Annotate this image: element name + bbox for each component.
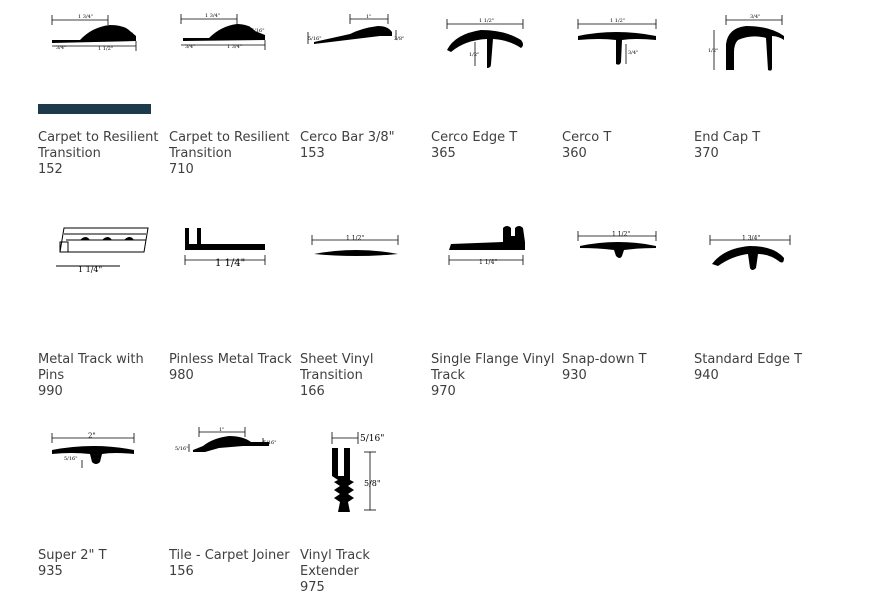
end-cap-t-profile-icon: 3/4" 1/2": [694, 0, 809, 92]
carpet-to-resilient-profile-icon: 1 3/4" 5/16" 3/4" 1 3/4": [169, 0, 284, 92]
dim-bottom-label: 1 1/4": [215, 258, 245, 269]
sheet-vinyl-transition-profile-icon: 1 1/2": [300, 214, 415, 306]
product-card-365[interactable]: 1 1/2" 1/2" Cerco Edge T 365: [431, 0, 556, 162]
product-name: Carpet to Resilient Transition: [38, 130, 159, 161]
dim-top-label: 1": [366, 14, 371, 20]
product-name: Cerco Bar 3/8": [300, 130, 395, 145]
dim-top-label: 3/4": [750, 14, 760, 20]
dim-bottom-label: 1 1/4": [479, 259, 497, 266]
product-name: Super 2" T: [38, 548, 107, 563]
product-code: 710: [169, 162, 194, 177]
single-flange-vinyl-track-profile-icon: 1 1/4": [431, 214, 546, 306]
product-card-990[interactable]: 1 1/4" Metal Track with Pins 990: [38, 214, 163, 400]
product-card-970[interactable]: 1 1/4" Single Flange Vinyl Track 970: [431, 214, 556, 400]
dim-side-label: 1/2": [469, 52, 479, 58]
dim-side-label: 5/16": [64, 456, 78, 462]
product-name: Standard Edge T: [694, 352, 803, 367]
product-code: 370: [694, 146, 719, 161]
pinless-metal-track-profile-icon: 1 1/4": [169, 214, 284, 306]
cerco-t-profile-icon: 1 1/2" 3/4": [562, 0, 677, 92]
cerco-bar-profile-icon: 1" 5/16" 3/8": [300, 0, 415, 92]
cerco-edge-t-profile-icon: 1 1/2" 1/2": [431, 0, 546, 92]
dim-left-label: 5/16": [308, 36, 322, 42]
product-code: 360: [562, 146, 587, 161]
dim-top-label: 1 1/2": [346, 235, 364, 242]
product-code: 940: [694, 368, 719, 383]
product-card-935[interactable]: 2" 5/16" Super 2" T 935: [38, 420, 163, 580]
product-code: 970: [431, 384, 456, 399]
product-name: Cerco T: [562, 130, 612, 145]
product-card-370[interactable]: 3/4" 1/2" End Cap T 370: [694, 0, 819, 162]
product-name: End Cap T: [694, 130, 761, 145]
dim-top-label: 1 1/2": [612, 231, 630, 238]
product-card-980[interactable]: 1 1/4" Pinless Metal Track 980: [169, 214, 294, 384]
dim-top-label: 1 3/4": [205, 13, 220, 19]
product-card-156[interactable]: 1" 5/16" 5/16" Tile - Carpet Joiner 156: [169, 420, 294, 580]
dim-top-label: 2": [88, 432, 96, 440]
product-name: Metal Track with Pins: [38, 352, 144, 383]
product-name: Cerco Edge T: [431, 130, 518, 145]
dim-mid-label: 1/2": [123, 32, 133, 38]
product-card-975[interactable]: 5/16" 5/8" Vinyl Track Extender 975: [300, 420, 425, 596]
product-card-930[interactable]: 1 1/2" Snap-down T 930: [562, 214, 687, 384]
product-card-166[interactable]: 1 1/2" Sheet Vinyl Transition 166: [300, 214, 425, 400]
dim-left-label: 3/4": [56, 45, 66, 51]
product-name: Sheet Vinyl Transition: [300, 352, 374, 383]
vinyl-track-extender-profile-icon: 5/16" 5/8": [300, 420, 415, 512]
dim-bottom-label: 1 1/4": [78, 265, 102, 274]
selected-item-indicator: [38, 104, 151, 114]
snap-down-t-profile-icon: 1 1/2": [562, 214, 677, 306]
product-name: Tile - Carpet Joiner: [169, 548, 290, 563]
dim-right-label: 3/8": [394, 36, 404, 42]
dim-top-label: 1 3/4": [742, 235, 760, 242]
product-name: Snap-down T: [562, 352, 647, 367]
product-code: 980: [169, 368, 194, 383]
dim-side-label: 1/2": [708, 48, 718, 54]
dim-top-label: 1 1/2": [479, 18, 494, 24]
product-code: 156: [169, 564, 194, 579]
dim-top-label: 1 1/2": [610, 18, 625, 24]
tile-carpet-joiner-profile-icon: 1" 5/16" 5/16": [169, 420, 284, 512]
product-code: 930: [562, 368, 587, 383]
product-card-360[interactable]: 1 1/2" 3/4" Cerco T 360: [562, 0, 687, 162]
product-name: Single Flange Vinyl Track: [431, 352, 555, 383]
dim-top-label: 1 3/4": [78, 14, 93, 20]
carpet-to-resilient-profile-icon: 1 3/4" 1/2" 3/4" 1 1/2": [38, 0, 153, 92]
dim-side-label: 3/4": [628, 50, 638, 56]
product-code: 935: [38, 564, 63, 579]
product-code: 152: [38, 162, 63, 177]
product-card-940[interactable]: 1 3/4" Standard Edge T 940: [694, 214, 819, 384]
product-card-152[interactable]: 1 3/4" 1/2" 3/4" 1 1/2" Carpet to Resili…: [38, 0, 163, 178]
dim-top-label: 1": [219, 427, 224, 433]
dim-bottom-label: 1 3/4": [227, 44, 242, 50]
standard-edge-t-profile-icon: 1 3/4": [694, 214, 809, 306]
product-name: Vinyl Track Extender: [300, 548, 370, 579]
product-code: 990: [38, 384, 63, 399]
dim-left-label: 3/4": [185, 44, 195, 50]
dim-mid-label: 5/16": [251, 28, 265, 34]
metal-track-pins-profile-icon: 1 1/4": [38, 214, 153, 306]
product-code: 975: [300, 580, 325, 595]
product-card-153[interactable]: 1" 5/16" 3/8" Cerco Bar 3/8" 153: [300, 0, 425, 162]
dim-bottom-label: 1 1/2": [98, 46, 113, 52]
product-card-710[interactable]: 1 3/4" 5/16" 3/4" 1 3/4" Carpet to Resil…: [169, 0, 294, 178]
product-code: 365: [431, 146, 456, 161]
product-code: 166: [300, 384, 325, 399]
product-name: Pinless Metal Track: [169, 352, 292, 367]
dim-side-label: 5/8": [364, 479, 381, 488]
dim-left-label: 5/16": [175, 446, 189, 452]
product-name: Carpet to Resilient Transition: [169, 130, 290, 161]
product-code: 153: [300, 146, 325, 161]
super-2-t-profile-icon: 2" 5/16": [38, 420, 153, 512]
dim-right-label: 5/16": [263, 440, 277, 446]
dim-top-label: 5/16": [360, 434, 384, 444]
